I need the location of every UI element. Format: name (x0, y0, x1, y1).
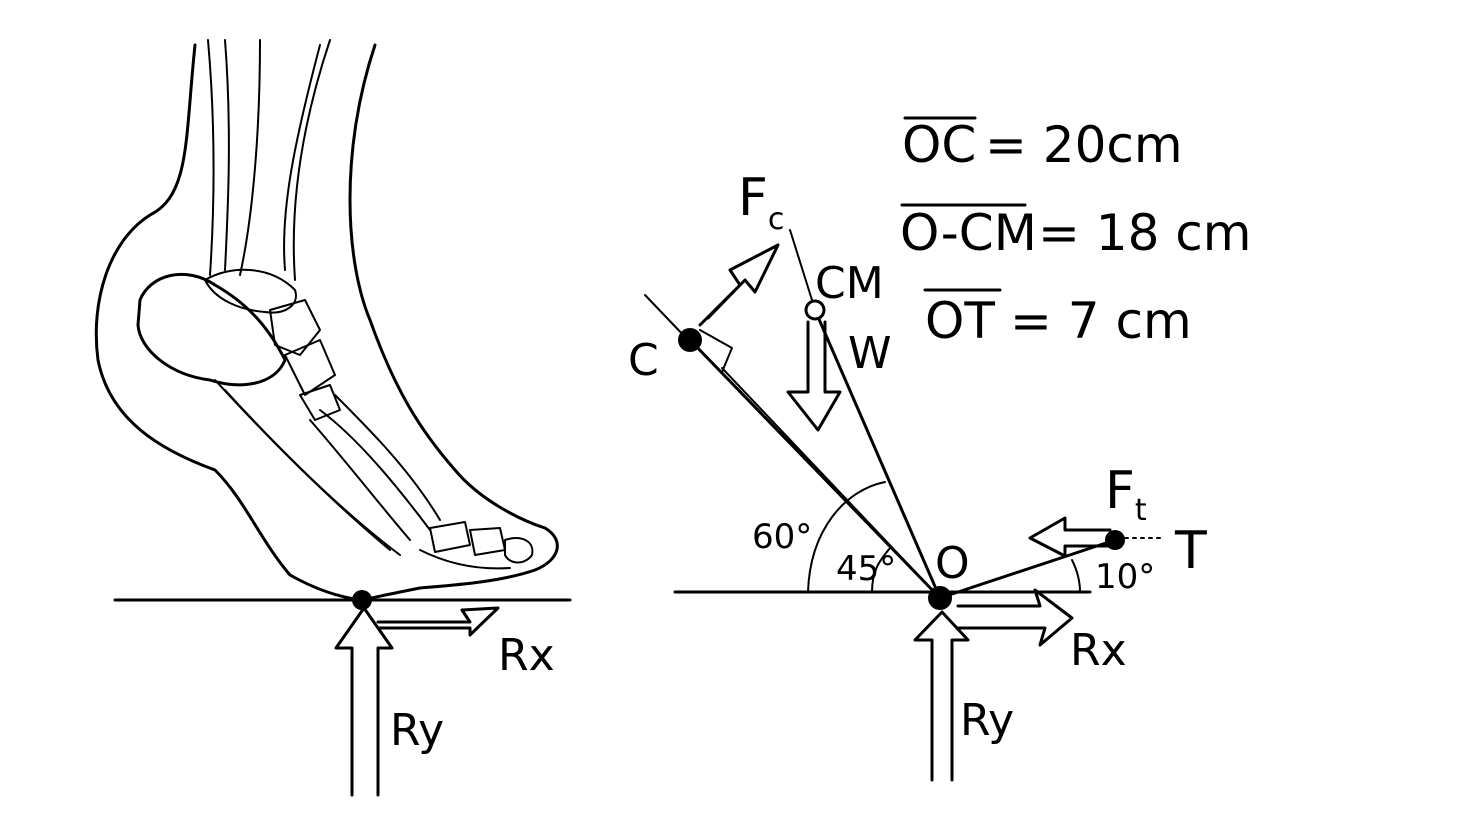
skin-outline-back (94, 43, 364, 602)
segment-ocm (813, 308, 942, 600)
phalanx-2 (469, 527, 506, 556)
left-rx-label: Rx (498, 630, 555, 681)
angle-60-label: 60° (752, 517, 812, 557)
free-body-sketch: Fc CM C W Ft T O Rx Ry 60° 45° 10° (628, 168, 1207, 782)
angle-45-label: 45° (836, 549, 896, 589)
cm-extension (789, 229, 813, 301)
arc-10 (1071, 559, 1081, 593)
measurement-ot-value: = 7 cm (1010, 292, 1192, 350)
ft-arrow (1028, 516, 1112, 558)
plantar-line-2 (224, 389, 401, 556)
left-contact-point (352, 590, 372, 610)
right-rx-arrow (956, 588, 1074, 647)
cuboid (299, 384, 341, 421)
measurement-ot-segment: OT (925, 292, 995, 350)
measurement-ocm-value: = 18 cm (1038, 204, 1252, 262)
measurement-ocm: O-CM = 18 cm (900, 203, 1252, 262)
metatarsal-2 (309, 419, 411, 541)
right-ry-label: Ry (960, 695, 1014, 746)
t-label: T (1174, 521, 1207, 581)
right-rx-label: Rx (1070, 625, 1127, 676)
right-angle-marker (699, 329, 733, 373)
left-rx-arrow (376, 606, 500, 637)
c-label: C (628, 335, 659, 386)
fibula (207, 39, 215, 276)
phalanx-1 (429, 521, 471, 553)
cm-label: CM (815, 258, 884, 309)
arc-45 (871, 547, 891, 593)
segment-oc-parallel (721, 367, 941, 599)
measurement-oc-segment: OC (902, 116, 976, 174)
left-ry-arrow (334, 606, 394, 797)
w-label: W (848, 328, 892, 379)
plantar-line (214, 379, 391, 551)
tibia-back (239, 39, 261, 276)
metatarsal-3 (334, 394, 441, 521)
calcaneus (136, 272, 287, 387)
foot-sketch: Rx Ry (94, 39, 572, 797)
point-o (928, 586, 952, 610)
measurement-oc-value: = 20cm (985, 116, 1183, 174)
w-arrow (786, 320, 842, 432)
right-ry-arrow (913, 610, 970, 782)
measurement-ocm-segment: O-CM (900, 204, 1037, 262)
phalanx-tip (504, 537, 534, 564)
skin-outline-front (348, 43, 559, 602)
o-label: O (935, 538, 970, 589)
cuneiform (284, 339, 336, 396)
angle-10-label: 10° (1095, 557, 1155, 597)
measurement-oc: OC = 20cm (902, 116, 1183, 174)
fc-label: Fc (738, 168, 784, 237)
point-cm (804, 299, 826, 321)
tibia-front (292, 39, 331, 281)
fibula-inner (224, 39, 230, 271)
measurement-ot: OT = 7 cm (923, 288, 1192, 350)
segment-ot (938, 538, 1117, 600)
metatarsal-1 (319, 409, 431, 531)
ft-label: Ft (1105, 461, 1147, 528)
tibia-line (283, 44, 321, 271)
arc-60 (807, 481, 886, 593)
point-c (678, 328, 702, 352)
left-ry-label: Ry (390, 705, 444, 756)
toe-underside (419, 549, 511, 570)
fc-arrow (698, 243, 780, 327)
measurements: OC = 20cm O-CM = 18 cm OT = 7 cm (900, 116, 1252, 350)
navicular (269, 299, 321, 356)
